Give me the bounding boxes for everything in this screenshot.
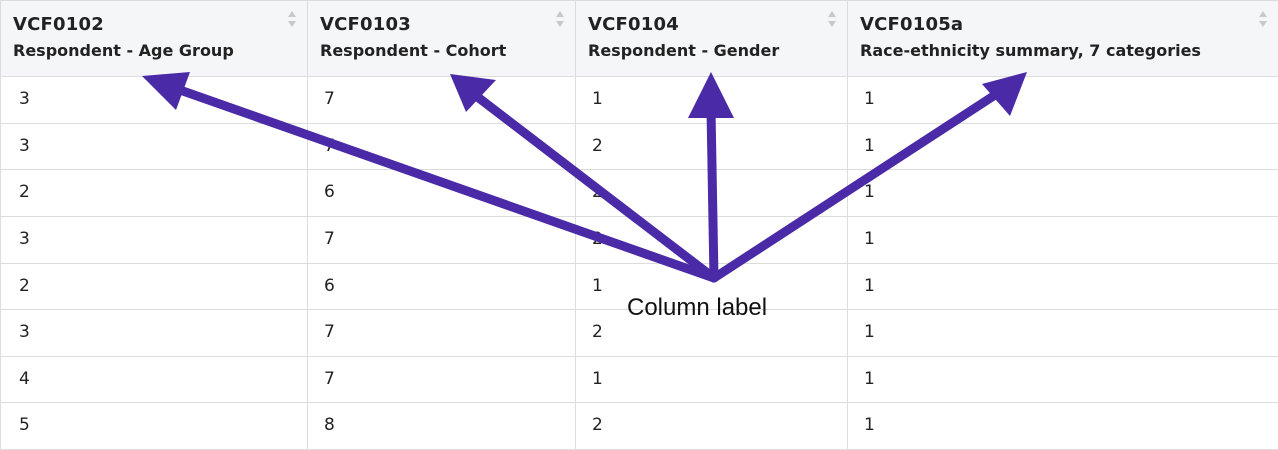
column-header-vcf0103[interactable]: VCF0103 Respondent - Cohort: [307, 0, 576, 77]
table-cell: 8: [307, 402, 576, 450]
table-row: 4 7 1 1: [0, 356, 1278, 404]
table-cell: 2: [575, 402, 848, 450]
table-row: 3 7 2 1: [0, 309, 1278, 357]
table-cell: 7: [307, 123, 576, 171]
column-label: Race-ethnicity summary, 7 categories: [860, 41, 1201, 60]
table-cell: 1: [847, 123, 1278, 171]
column-code: VCF0103: [320, 14, 411, 35]
table-cell: 4: [0, 356, 308, 404]
table-cell: 5: [0, 402, 308, 450]
sort-icon[interactable]: [1258, 10, 1268, 28]
column-label: Respondent - Gender: [588, 41, 780, 60]
column-header-vcf0102[interactable]: VCF0102 Respondent - Age Group: [0, 0, 308, 77]
table-cell: 3: [0, 76, 308, 124]
table-cell: 2: [575, 309, 848, 357]
table-cell: 7: [307, 216, 576, 264]
sort-icon[interactable]: [555, 10, 565, 28]
table-row: 3 7 2 1: [0, 123, 1278, 171]
table-cell: 1: [847, 263, 1278, 311]
header-row: VCF0102 Respondent - Age Group VCF0103 R…: [0, 0, 1278, 77]
table-cell: 7: [307, 76, 576, 124]
table-cell: 1: [575, 356, 848, 404]
table-cell: 1: [575, 76, 848, 124]
table-cell: 6: [307, 263, 576, 311]
table-row: 3 7 1 1: [0, 76, 1278, 124]
table-row: 2 6 2 1: [0, 169, 1278, 217]
column-header-vcf0105a[interactable]: VCF0105a Race-ethnicity summary, 7 categ…: [847, 0, 1278, 77]
table-cell: 1: [847, 356, 1278, 404]
table-cell: 7: [307, 356, 576, 404]
table-cell: 1: [847, 216, 1278, 264]
table-cell: 3: [0, 123, 308, 171]
table-cell: 1: [847, 169, 1278, 217]
column-header-vcf0104[interactable]: VCF0104 Respondent - Gender: [575, 0, 848, 77]
sort-icon[interactable]: [827, 10, 837, 28]
column-label: Respondent - Cohort: [320, 41, 507, 60]
annotation-label: Column label: [627, 294, 768, 321]
column-code: VCF0104: [588, 14, 679, 35]
table-cell: 2: [575, 123, 848, 171]
column-label: Respondent - Age Group: [13, 41, 234, 60]
table-cell: 2: [0, 169, 308, 217]
sort-icon[interactable]: [287, 10, 297, 28]
table-cell: 3: [0, 309, 308, 357]
table-cell: 2: [575, 216, 848, 264]
table-cell: 1: [847, 309, 1278, 357]
table-row: 5 8 2 1: [0, 402, 1278, 450]
table-cell: 1: [847, 76, 1278, 124]
table-cell: 7: [307, 309, 576, 357]
column-code: VCF0102: [13, 14, 104, 35]
table-cell: 1: [847, 402, 1278, 450]
table-cell: 2: [575, 169, 848, 217]
table-cell: 6: [307, 169, 576, 217]
column-code: VCF0105a: [860, 14, 964, 35]
table-cell: 2: [0, 263, 308, 311]
table-row: 3 7 2 1: [0, 216, 1278, 264]
table-cell: 3: [0, 216, 308, 264]
